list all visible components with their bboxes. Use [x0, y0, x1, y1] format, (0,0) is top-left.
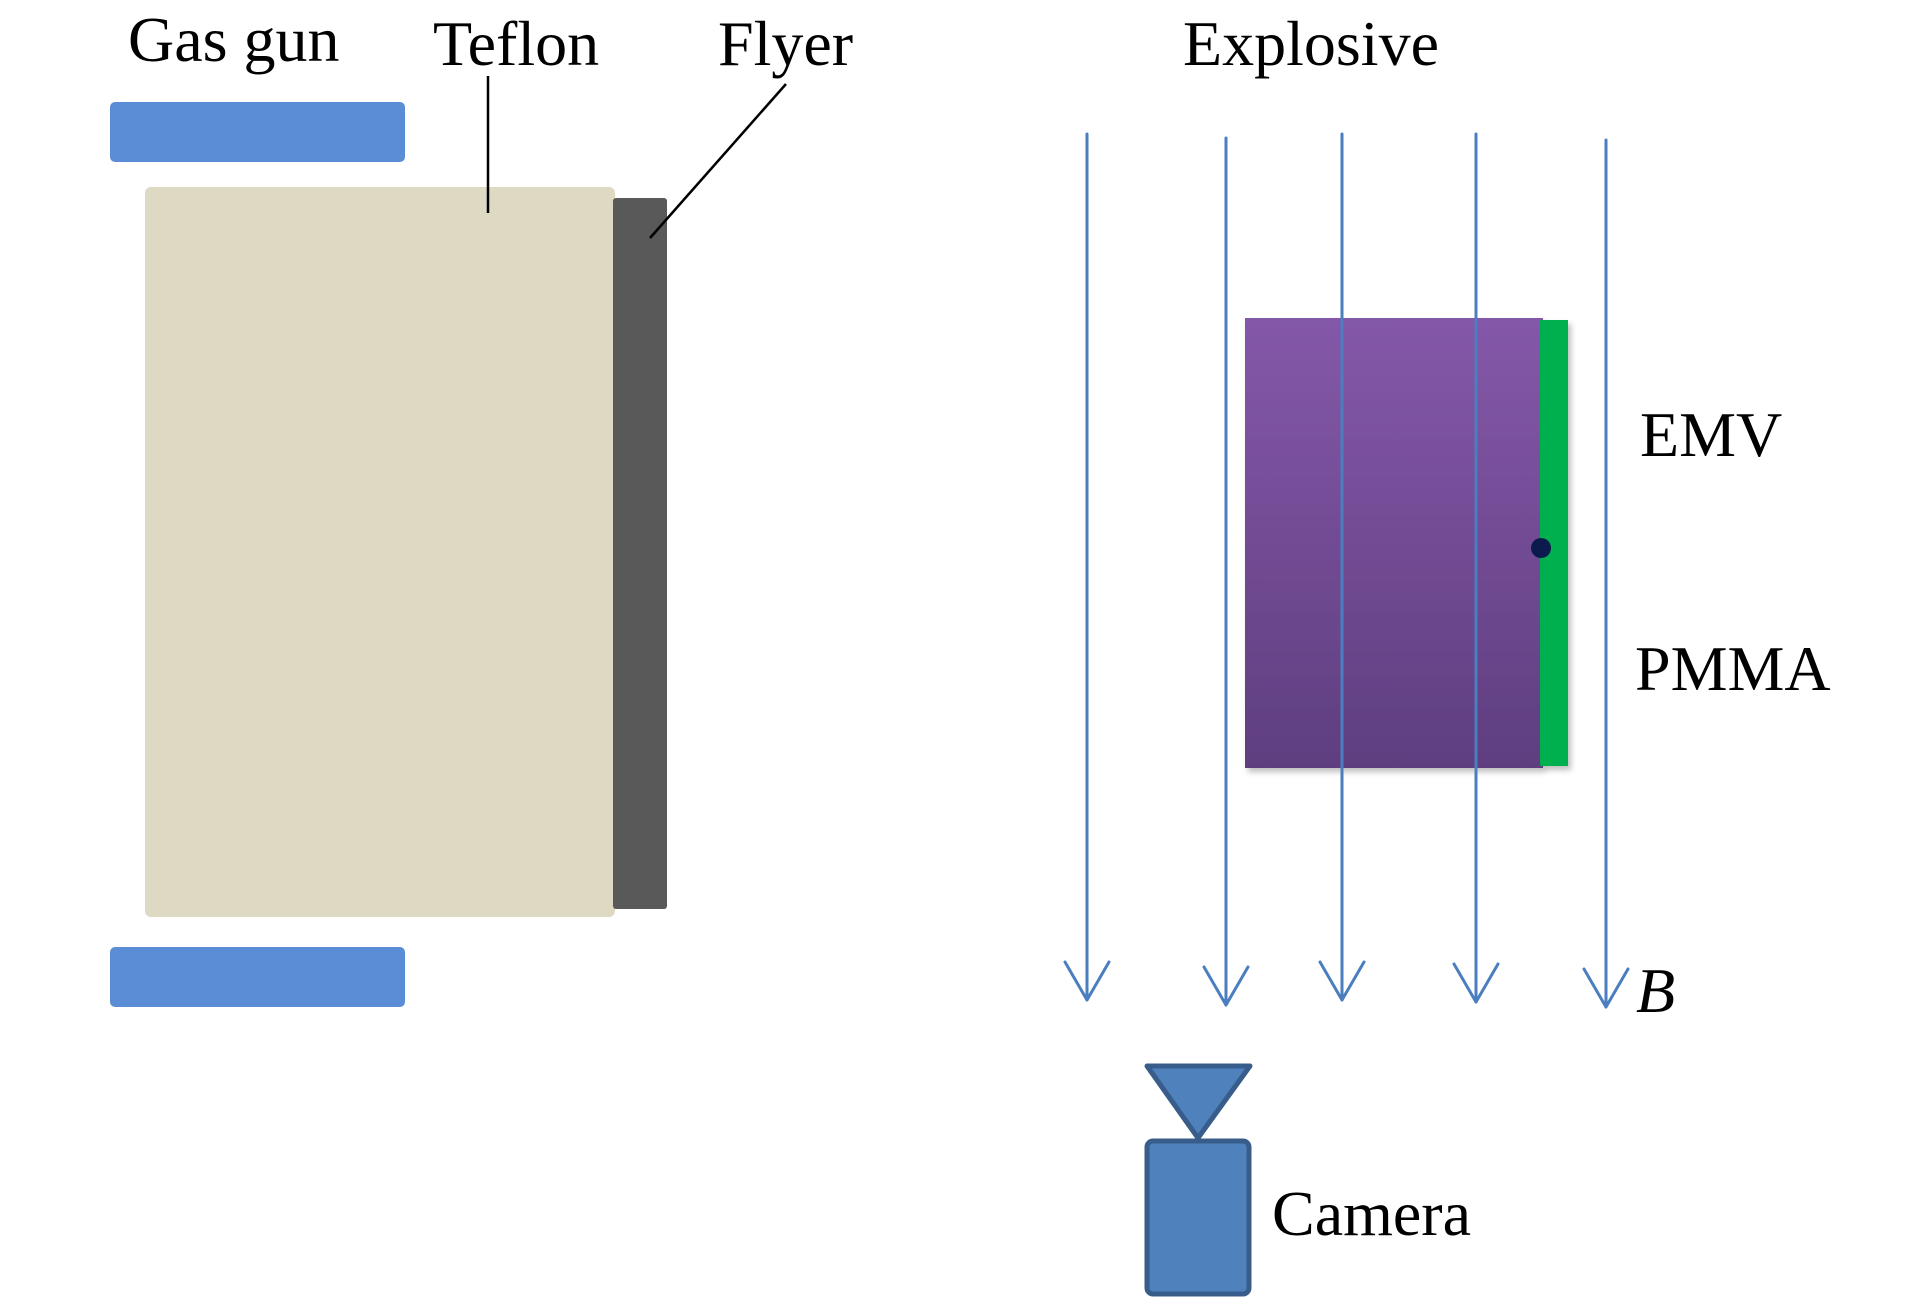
- arrow-down-icon: [1202, 965, 1250, 1007]
- field-line-3: [1318, 132, 1366, 1002]
- arrow-down-icon: [1582, 967, 1630, 1009]
- gas-gun-barrel-bottom: [110, 947, 405, 1007]
- gas-gun-barrel-top: [110, 102, 405, 162]
- arrow-down-icon: [1452, 962, 1500, 1004]
- label-magnetic-field: B: [1636, 955, 1675, 1026]
- teflon-block: [145, 187, 615, 917]
- field-line-2: [1202, 136, 1250, 1007]
- label-explosive: Explosive: [1183, 8, 1439, 79]
- camera-lens: [1144, 1063, 1253, 1141]
- flyer-plate: [613, 198, 667, 909]
- label-pmma: PMMA: [1635, 633, 1831, 704]
- label-emv: EMV: [1640, 399, 1782, 470]
- label-flyer: Flyer: [718, 8, 853, 79]
- arrow-down-icon: [1318, 960, 1366, 1002]
- flyer-leader-line: [649, 83, 787, 239]
- arrow-down-icon: [1063, 960, 1111, 1002]
- field-line-1: [1063, 132, 1111, 1002]
- label-teflon: Teflon: [433, 8, 599, 79]
- magnetic-field-lines: [1063, 132, 1630, 1009]
- label-camera: Camera: [1272, 1178, 1471, 1249]
- target-assembly: [1245, 318, 1568, 768]
- field-line-5: [1582, 138, 1630, 1009]
- camera-body: [1144, 1138, 1252, 1297]
- emv-gauge-point: [1531, 538, 1551, 558]
- camera-icon: [1144, 1063, 1253, 1297]
- label-gas-gun: Gas gun: [128, 4, 340, 75]
- field-line-4: [1452, 132, 1500, 1004]
- explosive-block: [1245, 318, 1543, 768]
